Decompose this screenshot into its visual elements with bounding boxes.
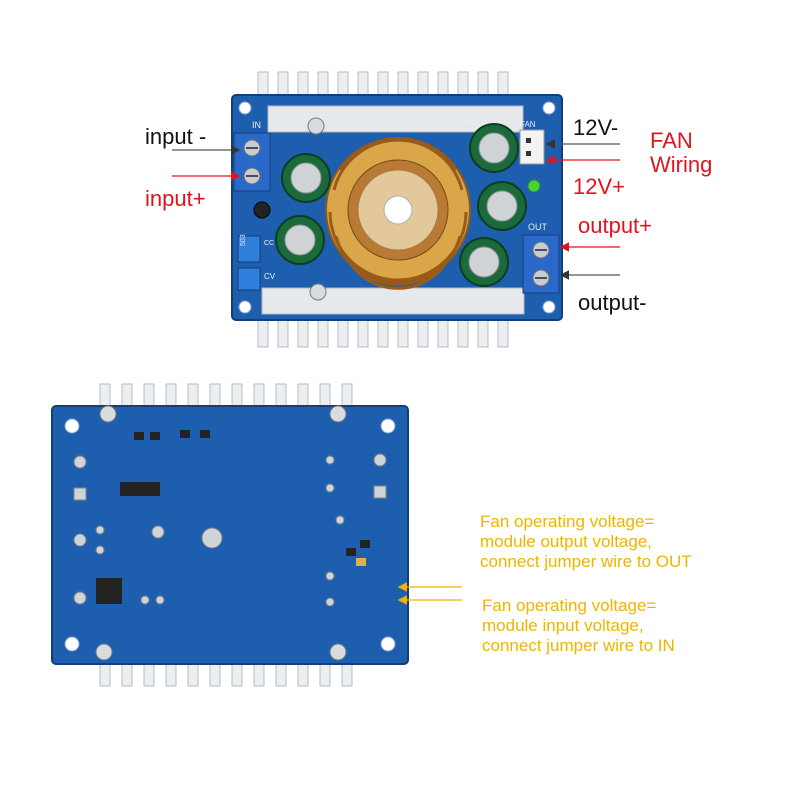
label-output-plus: output+: [578, 213, 653, 238]
label-output-minus: output-: [578, 290, 647, 315]
top-heatsink-fins-upper: [257, 71, 509, 113]
output-terminal: [522, 234, 560, 294]
label-12v-minus: 12V-: [573, 115, 619, 140]
top-board-photo: IN OUT FAN DH1060D CV: [0, 0, 800, 380]
capacitors: [275, 123, 527, 287]
silk-in: IN: [252, 120, 261, 130]
input-terminal: [233, 132, 271, 192]
silk-out: OUT: [528, 222, 547, 232]
note-out-line1: Fan operating voltage=: [480, 512, 655, 531]
note-in-line3: connect jumper wire to IN: [482, 636, 675, 655]
arrows-top: [0, 0, 800, 380]
toroid-inductor: [325, 137, 471, 290]
potentiometer-cv: [237, 267, 261, 291]
label-input-minus: input -: [145, 124, 207, 149]
note-out-line3: connect jumper wire to OUT: [480, 552, 692, 571]
led: [527, 179, 541, 193]
note-in: Fan operating voltage= module input volt…: [482, 596, 675, 656]
bottom-board-photo: [0, 380, 800, 800]
label-12v-plus: 12V+: [573, 174, 625, 199]
fan-connector: [519, 129, 545, 165]
note-out: Fan operating voltage= module output vol…: [480, 512, 692, 572]
label-input-plus: input+: [145, 186, 206, 211]
label-fan: FAN: [650, 128, 693, 153]
silk-cv: CV: [264, 272, 276, 281]
potentiometer-cc: [237, 235, 261, 263]
silk-fan: FAN: [520, 120, 536, 129]
note-out-line2: module output voltage,: [480, 532, 653, 551]
silk-mark: DH1060D: [448, 118, 484, 127]
bottom-heatsink-fins-lower: [99, 655, 353, 687]
silk-chip: 503: [240, 234, 247, 246]
bottom-pcb: [51, 405, 409, 665]
silk-cc: CC: [264, 240, 275, 247]
note-in-line1: Fan operating voltage=: [482, 596, 657, 615]
note-in-line2: module input voltage,: [482, 616, 644, 635]
label-wiring: Wiring: [650, 152, 713, 177]
